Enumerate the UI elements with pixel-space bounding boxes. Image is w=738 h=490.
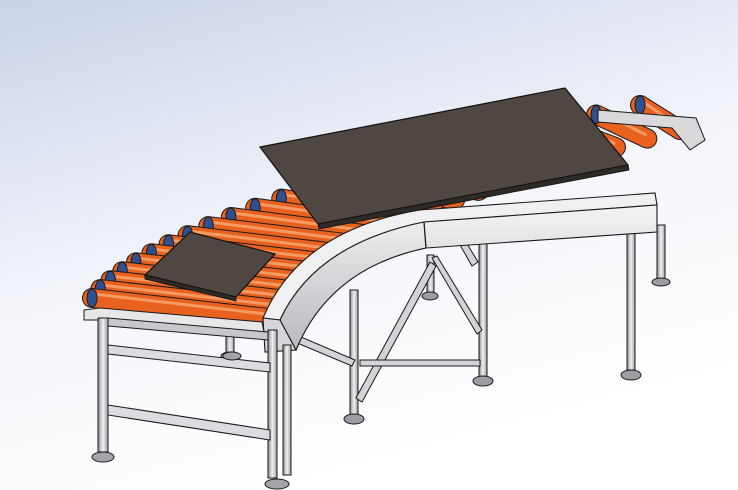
frame-crossbar	[107, 344, 271, 373]
frame-brace	[431, 255, 483, 335]
roller-cap	[634, 95, 646, 115]
roller-highlight	[92, 292, 268, 316]
frame-foot	[91, 451, 115, 463]
frame-foot	[651, 277, 671, 287]
front-legs	[91, 317, 292, 490]
frame-brace	[359, 359, 481, 367]
roller-highlight	[100, 283, 275, 307]
frame-foot	[264, 478, 290, 490]
frame-leg	[478, 239, 488, 379]
large-plate-edge	[317, 164, 630, 230]
frame-foot	[421, 291, 439, 301]
frame-leg	[267, 329, 278, 479]
roller-highlight	[208, 220, 357, 242]
frame-leg	[626, 229, 636, 371]
frame-foot	[343, 413, 365, 425]
frame-leg	[97, 317, 109, 453]
frame-brace	[355, 261, 437, 403]
frame-foot	[620, 369, 642, 381]
frame-crossbar	[107, 404, 271, 441]
roller-cap	[86, 288, 98, 308]
frame-foot	[472, 375, 494, 387]
roller-body	[83, 289, 277, 327]
roller	[82, 288, 278, 328]
end-side-rail	[597, 109, 706, 151]
roller-highlight	[188, 229, 341, 252]
roller-highlight	[231, 211, 374, 233]
frame-leg	[282, 344, 292, 476]
small-plate-edge	[144, 274, 237, 302]
frame-foot	[222, 351, 242, 361]
frame-leg	[656, 224, 666, 281]
frame-crossbar	[107, 317, 269, 341]
